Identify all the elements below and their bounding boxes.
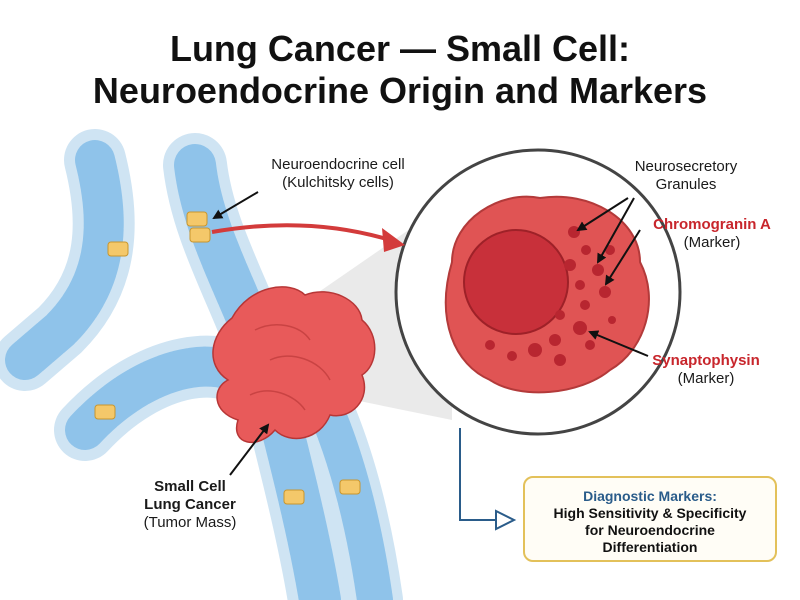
cell-nucleus xyxy=(463,229,569,335)
neurosecretory-granules xyxy=(485,226,616,366)
ne-cell-label: Neuroendocrine cell (Kulchitsky cells) xyxy=(248,156,428,192)
ne-cell-label-line1: Neuroendocrine cell xyxy=(271,156,405,173)
airway-branch-left xyxy=(0,129,135,391)
granules-label-line2: Granules xyxy=(655,176,717,193)
chromogranin-pointer xyxy=(604,229,641,286)
diagnostic-line3: Differentiation xyxy=(602,539,698,555)
title-line-2: Neuroendocrine Origin and Markers xyxy=(92,70,708,111)
granules-label-line1: Neurosecretory xyxy=(634,158,738,175)
synaptophysin-label: Synaptophysin (Marker) xyxy=(636,352,776,388)
tumor-texture xyxy=(249,324,331,411)
chromogranin-sub: (Marker) xyxy=(683,234,741,251)
synaptophysin-sub: (Marker) xyxy=(677,370,735,387)
granule-pointer xyxy=(576,197,629,232)
ne-cell xyxy=(189,227,211,243)
ne-cell-pointer xyxy=(212,191,259,220)
ne-cell xyxy=(94,404,116,420)
ne-cell-label-line2: (Kulchitsky cells) xyxy=(282,174,394,191)
granule-pointer xyxy=(597,197,635,264)
ne-cell xyxy=(107,241,129,257)
synaptophysin-name: Synaptophysin xyxy=(652,352,760,369)
tumor-label-line3: (Tumor Mass) xyxy=(143,514,237,531)
tumor-mass xyxy=(212,286,376,444)
zoom-arrow-head xyxy=(382,228,405,252)
zoom-arrow xyxy=(211,223,391,242)
ne-cell xyxy=(283,489,305,505)
diagnostic-line2: for Neuroendocrine xyxy=(585,522,715,538)
diagnostic-heading: Diagnostic Markers: xyxy=(583,488,717,504)
box-connector-head xyxy=(495,509,517,531)
tumor-label-line1: Small Cell xyxy=(154,478,226,495)
tumor-label: Small Cell Lung Cancer (Tumor Mass) xyxy=(120,478,260,532)
diagnostic-line1: High Sensitivity & Specificity xyxy=(553,505,747,521)
diagnostic-markers-box: Diagnostic Markers: High Sensitivity & S… xyxy=(523,476,777,562)
page-title: Lung Cancer — Small Cell: Neuroendocrine… xyxy=(0,28,800,112)
tumor-label-line2: Lung Cancer xyxy=(144,496,236,513)
tumor-pointer xyxy=(229,423,270,476)
chromogranin-label: Chromogranin A (Marker) xyxy=(632,216,792,252)
synaptophysin-pointer xyxy=(588,330,649,357)
airway-branch-lower-right xyxy=(302,392,403,600)
box-connector xyxy=(459,428,496,521)
granules-label: Neurosecretory Granules xyxy=(616,158,756,194)
chromogranin-name: Chromogranin A xyxy=(653,216,771,233)
title-line-1: Lung Cancer — Small Cell: xyxy=(169,28,631,69)
ne-cell xyxy=(186,211,208,227)
ne-cell xyxy=(339,479,361,495)
